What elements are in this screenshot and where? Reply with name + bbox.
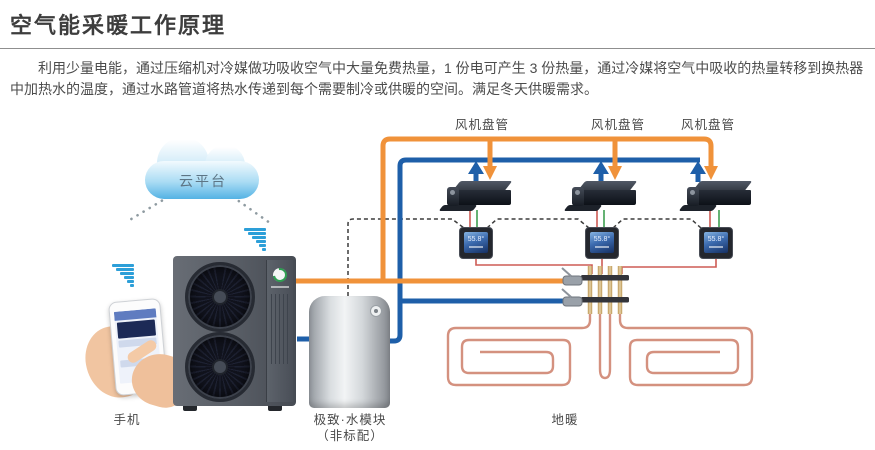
fan-coil-body [582,190,636,205]
fan-hub [214,361,226,373]
fan-coil-shadow [438,205,478,211]
fan-icon [185,332,255,402]
cloud-icon [145,161,259,199]
heat-pump-foot [183,406,197,411]
fan-hub [214,291,226,303]
fan-coil-body [457,190,511,205]
return-arrows [468,161,706,182]
manifold [561,266,629,314]
heat-pump-unit [173,256,296,411]
wifi-signal-icon [244,228,266,252]
title-divider [0,48,875,49]
fan-coil-shadow [678,205,718,211]
app-banner [116,319,157,339]
tank-logo [370,305,382,317]
page-title: 空气能采暖工作原理 [10,13,227,38]
heat-pump-foot [268,406,282,411]
manifold-valves [561,267,583,307]
cloud-label: 云平台 [179,173,227,189]
fan-coil-unit-3 [678,180,753,214]
wifi-signal-icon [112,264,134,288]
fan-coil-body [697,190,751,205]
cloud-platform: 云平台 [143,133,263,203]
fan-coil-motor [687,187,699,206]
thermostat-screen: 55.8° [704,232,728,253]
fan-coil-motor [447,187,459,206]
fan-coil-unit-1 [438,180,513,214]
fan-coil-label-1: 风机盘管 [454,118,509,132]
thermostat-screen: 55.8° [590,232,614,253]
thermostat-1: 55.8° [459,227,493,259]
fan-coil-label-2: 风机盘管 [590,118,645,132]
heat-pump-brand-mark [271,286,289,288]
water-module-tank [309,296,390,408]
supply-arrows [483,166,718,180]
heat-pump-grille [271,294,289,364]
phone-label: 手机 [113,413,141,427]
water-module-sublabel: （非标配） [316,429,384,443]
thermostat-screen: 55.8° [464,232,488,253]
fan-coil-motor [572,187,584,206]
floor-heating-label: 地暖 [551,413,579,427]
thermostat-2: 55.8° [585,227,619,259]
fan-icon [185,262,255,332]
water-module-label: 极致·水模块 [313,413,387,427]
description-text: 利用少量电能，通过压缩机对冷媒做功吸收空气中大量免费热量，1 份电可产生 3 份… [10,60,864,97]
heat-pump-side-panel [266,260,293,402]
comm-dashed-lines [347,218,702,296]
thermostat-3: 55.8° [699,227,733,259]
heat-pump-logo [270,265,290,285]
fan-coil-label-3: 风机盘管 [680,118,735,132]
fan-coil-shadow [563,205,603,211]
fan-coil-unit-2 [563,180,638,214]
floor-heating-coil [446,308,754,387]
